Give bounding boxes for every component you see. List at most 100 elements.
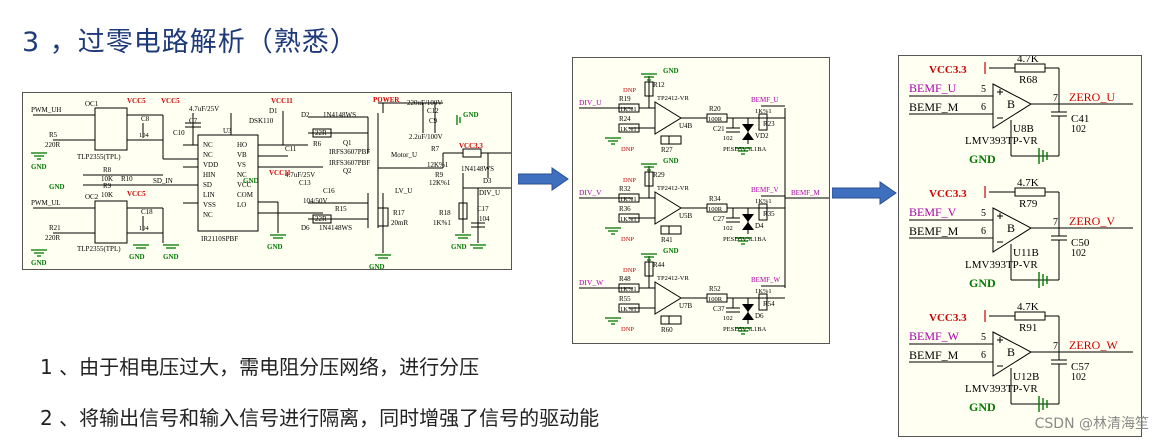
c12-value: 220uF/100V bbox=[407, 99, 442, 107]
c8-value: 104 bbox=[139, 132, 150, 139]
d6-value: 1N4148WS bbox=[319, 224, 352, 232]
dnp-label: DNP bbox=[621, 146, 634, 153]
pullup-value: 4.7K bbox=[1017, 301, 1039, 313]
comparator-drawing: VCC3.34.7KR68BEMF_UBEMF_M567BU8BLMV393TP… bbox=[909, 56, 1133, 414]
d2-value: 1N4148WS bbox=[323, 111, 356, 119]
lv-u-label: LV_U bbox=[395, 187, 412, 195]
cap-ref: C57 bbox=[1071, 361, 1090, 373]
r-b-label: R35 bbox=[763, 210, 775, 218]
div-net-label: DIV_U bbox=[579, 98, 602, 107]
r18-label: R18 bbox=[439, 209, 451, 217]
dnp-label: DNP bbox=[621, 326, 634, 333]
c17-label: C17 bbox=[477, 205, 489, 213]
flow-arrow-2 bbox=[832, 181, 897, 205]
bemf-net-label: BEMF_V bbox=[751, 186, 779, 194]
minus-input-net: BEMF_M bbox=[909, 348, 959, 362]
r21-label: R21 bbox=[49, 224, 61, 232]
u3-pin-right-6: COM bbox=[237, 191, 254, 199]
buffer-stage-2: DIV_WR44R481K%1TP2412-VRU7BR551K%1R60R52… bbox=[579, 247, 785, 335]
r-in-value: 1K%1 bbox=[620, 106, 637, 113]
r-in-value: 1K%1 bbox=[620, 196, 637, 203]
pwm-ul-label: PWM_UL bbox=[31, 199, 61, 207]
d6-label: D6 bbox=[301, 224, 310, 232]
r-top-label: R44 bbox=[653, 261, 665, 269]
r17-value: 20mR bbox=[391, 219, 408, 227]
buffer-stage-0: DIV_UR12R191K%1TP2412-VRU4BR241K%1R27R20… bbox=[579, 67, 785, 155]
u3-pin-left-1: NC bbox=[203, 141, 213, 149]
oc2-label: OC2 bbox=[85, 193, 99, 201]
r-b-label: R23 bbox=[763, 120, 775, 128]
power-label: POWER bbox=[373, 96, 400, 104]
c7-value: 4.7uF/25V bbox=[189, 105, 219, 113]
r9b-value: 12K%1 bbox=[429, 179, 451, 187]
r-fb-label: R55 bbox=[619, 295, 631, 303]
q1-label: Q1 bbox=[343, 139, 352, 147]
pullup-value: 4.7K bbox=[1017, 177, 1039, 189]
r21-value: 220R bbox=[45, 234, 61, 242]
comparator-stage-1: VCC3.34.7KR79BEMF_VBEMF_M567BU11BLMV393T… bbox=[909, 177, 1133, 290]
vcc11-label-1: VCC11 bbox=[271, 97, 293, 105]
opamp-part: TP2412-VR bbox=[657, 275, 689, 282]
r-out-value: 100R bbox=[708, 296, 723, 303]
r-bemf-value: 1K%1 bbox=[755, 198, 772, 205]
c18-value: 104 bbox=[139, 225, 150, 232]
vcc-label: VCC3.3 bbox=[929, 188, 967, 200]
r-fb-label: R24 bbox=[619, 115, 631, 123]
dnp-label: DNP bbox=[623, 177, 636, 184]
r-out-label: R52 bbox=[709, 285, 721, 293]
cap-ref: C50 bbox=[1071, 237, 1090, 249]
q2-value: IRFS3607PBF bbox=[329, 159, 370, 167]
u3-pin-right-3: VS bbox=[237, 161, 246, 169]
dnp-label: DNP bbox=[621, 236, 634, 243]
c11-label: C11 bbox=[285, 145, 297, 153]
c7-label: C7 bbox=[189, 117, 198, 125]
r10-label: R10 bbox=[121, 175, 133, 183]
gnd-label-5: GND bbox=[163, 253, 179, 261]
r-bemf-value: 1K%1 bbox=[755, 108, 772, 115]
d3-label: D3 bbox=[483, 177, 492, 185]
c18-label: C18 bbox=[141, 208, 153, 216]
pullup-ref: R68 bbox=[1019, 74, 1038, 86]
c13-label: C13 bbox=[299, 179, 311, 187]
c16-label: C16 bbox=[323, 187, 335, 195]
minus-input-net: BEMF_M bbox=[909, 100, 959, 114]
vcc5-label-3: VCC5 bbox=[127, 190, 146, 198]
u3-pin-right-1: HO bbox=[237, 141, 247, 149]
comparator-stage-0: VCC3.34.7KR68BEMF_UBEMF_M567BU8BLMV393TP… bbox=[909, 56, 1133, 166]
d2-label: D2 bbox=[301, 111, 310, 119]
tvs-part: PESD5V3L1BA bbox=[723, 146, 767, 153]
minus-pin-number: 6 bbox=[981, 102, 986, 113]
r-fb-value: 1K%1 bbox=[620, 216, 637, 223]
u3-pin-left-5: SD bbox=[203, 181, 212, 189]
r8-label: R8 bbox=[103, 166, 112, 174]
r-in-value: 1K%1 bbox=[620, 286, 637, 293]
dnp-label: DNP bbox=[623, 267, 636, 274]
bemf-net-label: BEMF_U bbox=[751, 96, 779, 104]
output-pin-number: 7 bbox=[1053, 341, 1058, 352]
r5-value: 220R bbox=[45, 141, 61, 149]
opamp-ref: U5B bbox=[679, 212, 693, 220]
comparator-part: LMV393TP-VR bbox=[965, 259, 1038, 271]
u3-pin-left-6: LIN bbox=[203, 191, 215, 199]
gnd-label: GND bbox=[969, 152, 996, 166]
c9-value: 2.2uF/100V bbox=[409, 133, 443, 141]
div-net-label: DIV_V bbox=[579, 188, 602, 197]
u3-pin-left-7: VSS bbox=[203, 201, 216, 209]
comparator-part: LMV393TP-VR bbox=[965, 383, 1038, 395]
plus-input-net: BEMF_U bbox=[909, 81, 957, 95]
pullup-value: 4.7K bbox=[1017, 56, 1039, 65]
u3-pin-left-3: VDD bbox=[203, 161, 218, 169]
u3-pin-right-5: VCC bbox=[237, 181, 252, 189]
r-fb-label: R36 bbox=[619, 205, 631, 213]
gate-driver-drawing: PWM_UH PWM_UL OC1 OC2 TLP2355(TPL) TLP23… bbox=[31, 96, 511, 271]
gate-driver-schematic: PWM_UH PWM_UL OC1 OC2 TLP2355(TPL) TLP23… bbox=[22, 92, 512, 271]
comparator-ref: U12B bbox=[1013, 371, 1039, 383]
dnp-label: DNP bbox=[623, 87, 636, 94]
plus-input-net: BEMF_V bbox=[909, 205, 957, 219]
comparator-stage-2: VCC3.34.7KR91BEMF_WBEMF_M567BU12BLMV393T… bbox=[909, 301, 1133, 414]
unit-letter: B bbox=[1007, 221, 1015, 235]
bemf-net-label: BEMF_W bbox=[751, 276, 781, 284]
gnd-label-6: GND bbox=[267, 243, 283, 251]
flow-arrow-1 bbox=[518, 167, 569, 191]
